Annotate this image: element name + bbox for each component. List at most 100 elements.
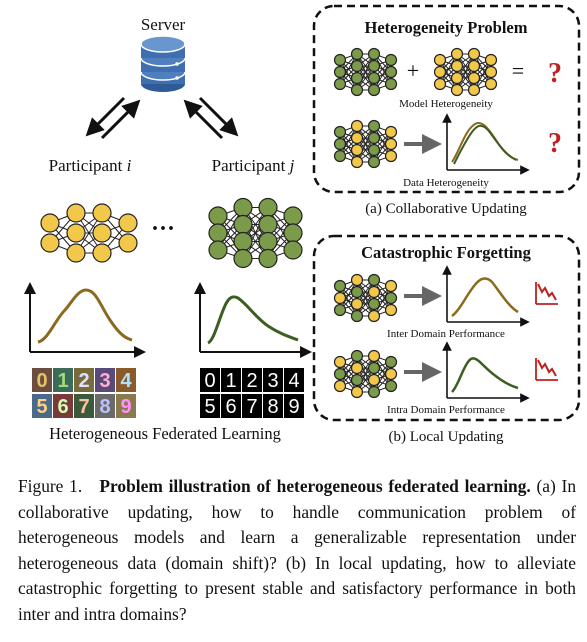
model-heterogeneity-label: Model Heterogeneity xyxy=(399,98,493,110)
mixed-network xyxy=(333,119,398,169)
network-node xyxy=(233,197,253,218)
network-node xyxy=(350,71,364,85)
digit-sample: 6 xyxy=(57,396,68,418)
network-node xyxy=(208,206,228,226)
network-node xyxy=(333,355,347,369)
network-node xyxy=(367,297,381,311)
network-node xyxy=(333,137,347,151)
network-node xyxy=(283,206,303,226)
network-node xyxy=(450,71,464,85)
network-node xyxy=(92,243,112,263)
network-node xyxy=(367,361,381,375)
network-node xyxy=(66,243,86,263)
digit-sample: 8 xyxy=(267,396,278,418)
network-node xyxy=(258,214,278,235)
network-node xyxy=(333,303,347,317)
network-node xyxy=(208,223,228,243)
network-node xyxy=(350,385,364,399)
network-node xyxy=(333,53,347,67)
data-heterogeneity-label: Data Heterogeneity xyxy=(403,177,489,189)
declining-chart-icon xyxy=(535,282,558,305)
network-node xyxy=(350,155,364,169)
participant-i-label: Participant i xyxy=(49,156,132,175)
network-node xyxy=(333,77,347,91)
network-node xyxy=(367,309,381,323)
network-node xyxy=(350,143,364,157)
digit-sample: 1 xyxy=(225,370,236,392)
network-node xyxy=(367,119,381,133)
inter-domain-plot xyxy=(442,265,530,327)
network-node xyxy=(350,47,364,61)
inter-domain-label: Inter Domain Performance xyxy=(387,328,505,340)
network-node xyxy=(367,71,381,85)
catastrophic-forgetting-title: Catastrophic Forgetting xyxy=(361,243,531,262)
network-node xyxy=(208,240,228,260)
network-node xyxy=(92,223,112,243)
caption-label: Figure 1. xyxy=(18,476,83,496)
equals-sign: = xyxy=(512,58,524,83)
network-node xyxy=(92,203,112,223)
digit-sample: 9 xyxy=(288,396,299,418)
network-node xyxy=(433,65,447,79)
network-node xyxy=(367,385,381,399)
network-node xyxy=(233,248,253,269)
upload-download-arrow-left xyxy=(85,96,141,140)
network-node xyxy=(40,213,60,233)
data-question-mark: ? xyxy=(548,128,562,159)
network-node xyxy=(467,47,481,61)
network-node xyxy=(384,53,398,67)
heterogeneity-problem-box xyxy=(312,4,581,194)
intra-domain-label: Intra Domain Performance xyxy=(387,404,505,416)
network-node xyxy=(333,279,347,293)
network-node xyxy=(66,203,86,223)
digit-sample: 3 xyxy=(99,370,110,392)
network-node xyxy=(258,197,278,218)
network-node xyxy=(118,213,138,233)
network-node xyxy=(333,379,347,393)
network-node xyxy=(484,65,498,79)
network-node xyxy=(467,59,481,73)
digit-sample: 7 xyxy=(246,396,257,418)
network-node xyxy=(384,137,398,151)
network-node xyxy=(450,59,464,73)
network-node xyxy=(350,373,364,387)
network-node xyxy=(258,248,278,269)
network-node xyxy=(350,349,364,363)
network-node xyxy=(367,83,381,97)
digit-sample: 0 xyxy=(204,370,215,392)
digit-sample: 5 xyxy=(36,396,47,418)
server-database-icon xyxy=(140,35,186,92)
model-green-network xyxy=(333,47,398,97)
network-node xyxy=(384,379,398,393)
plus-sign: + xyxy=(407,58,419,83)
network-node xyxy=(118,233,138,253)
network-node xyxy=(384,291,398,305)
digit-sample: 4 xyxy=(288,370,299,392)
network-node xyxy=(433,53,447,67)
network-node xyxy=(350,273,364,287)
network-node xyxy=(433,77,447,91)
local-updating-caption: (b) Local Updating xyxy=(389,429,504,445)
digit-sample: 2 xyxy=(246,370,257,392)
network-node xyxy=(350,361,364,375)
network-node xyxy=(350,297,364,311)
digit-sample: 7 xyxy=(78,396,89,418)
network-node xyxy=(450,47,464,61)
figure-caption: Figure 1. Problem illustration of hetero… xyxy=(18,474,576,628)
network-node xyxy=(367,373,381,387)
network-node xyxy=(350,59,364,73)
digit-sample: 5 xyxy=(204,396,215,418)
participant-j-distribution-plot xyxy=(194,282,312,358)
inter-domain-network xyxy=(333,273,398,323)
digit-sample: 6 xyxy=(225,396,236,418)
collaborative-updating-caption: (a) Collaborative Updating xyxy=(365,201,527,217)
network-node xyxy=(384,149,398,163)
participant-j-network xyxy=(208,197,303,269)
digit-sample: 4 xyxy=(120,370,132,392)
network-node xyxy=(333,367,347,381)
network-node xyxy=(350,285,364,299)
server-label: Server xyxy=(141,15,186,34)
heterogeneity-problem-title: Heterogeneity Problem xyxy=(365,18,528,37)
